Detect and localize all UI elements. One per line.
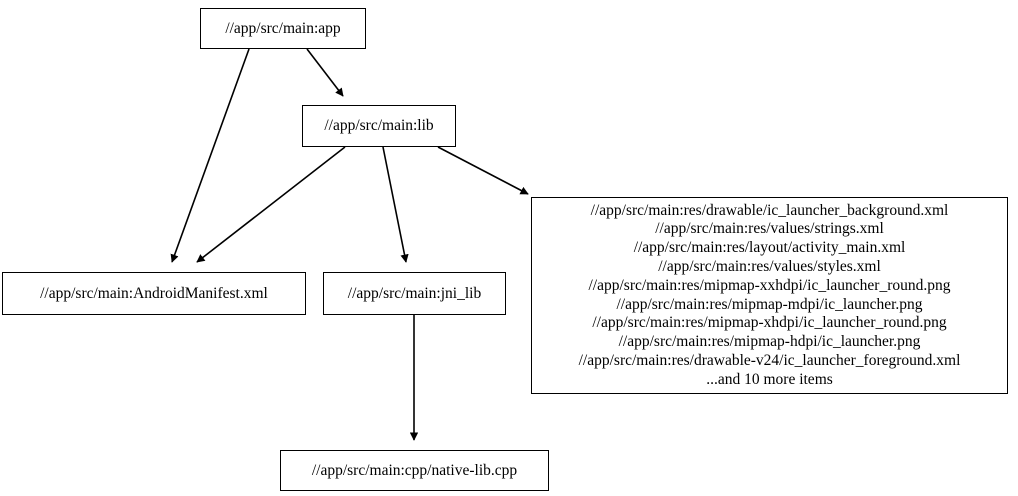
edge-app-to-lib — [306, 48, 344, 97]
graph-node-lib-label: //app/src/main:lib — [324, 117, 434, 135]
graph-node-androidmanifest-label: //app/src/main:AndroidManifest.xml — [40, 284, 268, 302]
edge-app-to-androidmanifest — [170, 48, 250, 263]
graph-node-res-collection-label: //app/src/main:res/drawable/ic_launcher_… — [578, 201, 961, 388]
edge-lib-to-androidmanifest — [196, 146, 346, 263]
graph-node-app[interactable]: //app/src/main:app — [200, 8, 366, 49]
graph-node-jni-lib[interactable]: //app/src/main:jni_lib — [323, 272, 506, 315]
graph-node-native-lib-cpp-label: //app/src/main:cpp/native-lib.cpp — [311, 461, 518, 479]
graph-node-lib[interactable]: //app/src/main:lib — [302, 105, 456, 147]
graph-node-androidmanifest[interactable]: //app/src/main:AndroidManifest.xml — [2, 272, 306, 315]
graph-node-app-label: //app/src/main:app — [225, 19, 341, 37]
graph-node-res-collection[interactable]: //app/src/main:res/drawable/ic_launcher_… — [531, 197, 1008, 394]
edge-lib-to-res — [437, 146, 529, 195]
edge-lib-to-jni-lib — [382, 146, 409, 263]
graph-node-native-lib-cpp[interactable]: //app/src/main:cpp/native-lib.cpp — [280, 450, 549, 491]
graph-node-jni-lib-label: //app/src/main:jni_lib — [347, 284, 482, 302]
